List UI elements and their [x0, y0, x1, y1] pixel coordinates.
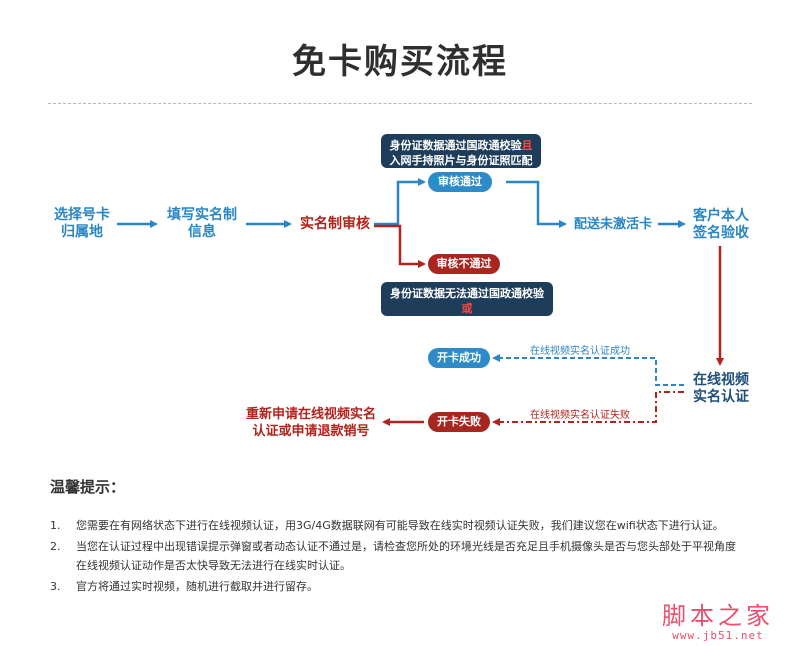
node-customer-sign-line2: 签名验收 — [693, 225, 749, 241]
divider — [48, 103, 752, 104]
node-select-number-line2: 归属地 — [61, 224, 103, 240]
activate-fail-badge: 开卡失败 — [428, 412, 490, 432]
fail-label: 在线视频实名认证失败 — [530, 410, 630, 421]
node-customer-sign: 客户本人 签名验收 — [684, 208, 758, 242]
arrow-review-to-fail — [374, 224, 426, 268]
tip-item: 3. 官方将通过实时视频，随机进行截取并进行留存。 — [50, 577, 770, 596]
node-reapply: 重新申请在线视频实名 认证或申请退款销号 — [236, 406, 386, 440]
tip-number: 3. — [50, 580, 61, 593]
node-reapply-line2: 认证或申请退款销号 — [252, 424, 370, 439]
arrow-review-to-pass — [374, 178, 426, 226]
tip-text: 官方将通过实时视频，随机进行截取并进行留存。 — [76, 580, 318, 593]
watermark-main: 脚本之家 — [662, 602, 774, 630]
pass-note-box: 身份证数据通过国政通校验且 入网手持照片与身份证照匹配 — [381, 134, 541, 168]
node-fill-name: 填写实名制 信息 — [158, 207, 246, 241]
node-online-video: 在线视频 实名认证 — [686, 372, 756, 406]
tip-text: 您需要在有网络状态下进行在线视频认证，用3G/4G数据联网有可能导致在线实时视频… — [76, 519, 724, 532]
arrow-video-to-fail — [492, 391, 684, 426]
fail-note-text-2: 入网手持照片与身份证照不匹配 — [390, 317, 544, 330]
tip-item: 1. 您需要在有网络状态下进行在线视频认证，用3G/4G数据联网有可能导致在线实… — [50, 516, 770, 535]
node-fill-name-line1: 填写实名制 — [167, 207, 237, 223]
node-customer-sign-line1: 客户本人 — [693, 208, 749, 224]
node-deliver: 配送未激活卡 — [573, 217, 652, 232]
arrow-pass-to-deliver — [506, 180, 567, 228]
tip-item: 2. 当您在认证过程中出现错误提示弹窗或者动态认证不通过是，请检查您所处的环境光… — [50, 537, 770, 575]
tips-title: 温馨提示： — [50, 478, 126, 496]
node-fill-name-line2: 信息 — [188, 224, 216, 240]
node-online-video-line2: 实名认证 — [693, 389, 749, 405]
pass-note-text-2: 入网手持照片与身份证照匹配 — [389, 154, 533, 167]
watermark-logo: 脚本之家 www.jb51.net — [662, 596, 774, 642]
tips-list: 1. 您需要在有网络状态下进行在线视频认证，用3G/4G数据联网有可能导致在线实… — [50, 516, 770, 596]
pass-badge: 审核通过 — [428, 172, 492, 192]
node-select-number: 选择号卡 归属地 — [46, 207, 118, 241]
fail-note-box: 身份证数据无法通过国政通校验或 入网手持照片与身份证照不匹配 — [381, 282, 553, 330]
activate-badge: 开卡成功 — [428, 348, 490, 368]
watermark-url: www.jb51.net — [672, 629, 764, 642]
success-label: 在线视频实名认证成功 — [530, 346, 630, 357]
node-reapply-line1: 重新申请在线视频实名 — [245, 407, 376, 422]
node-review: 实名制审核 — [300, 216, 370, 232]
tip-number: 1. — [50, 519, 61, 532]
fail-badge: 审核不通过 — [428, 254, 500, 274]
tip-text: 当您在认证过程中出现错误提示弹窗或者动态认证不通过是，请检查您所处的环境光线是否… — [76, 540, 736, 553]
fail-note-text: 身份证数据无法通过国政通校验 — [390, 287, 544, 300]
pass-note-text: 身份证数据通过国政通校验 — [389, 139, 522, 152]
arrow-video-to-success — [492, 354, 684, 386]
node-online-video-line1: 在线视频 — [693, 372, 749, 388]
node-select-number-line1: 选择号卡 — [54, 207, 110, 223]
pass-note-highlight: 且 — [521, 139, 533, 152]
tip-number: 2. — [50, 540, 61, 553]
fail-note-highlight: 或 — [461, 302, 473, 315]
page-title: 免卡购买流程 — [292, 42, 508, 82]
tip-text: 在线视频认证动作是否太快导致无法进行在线实时认证。 — [76, 559, 351, 572]
